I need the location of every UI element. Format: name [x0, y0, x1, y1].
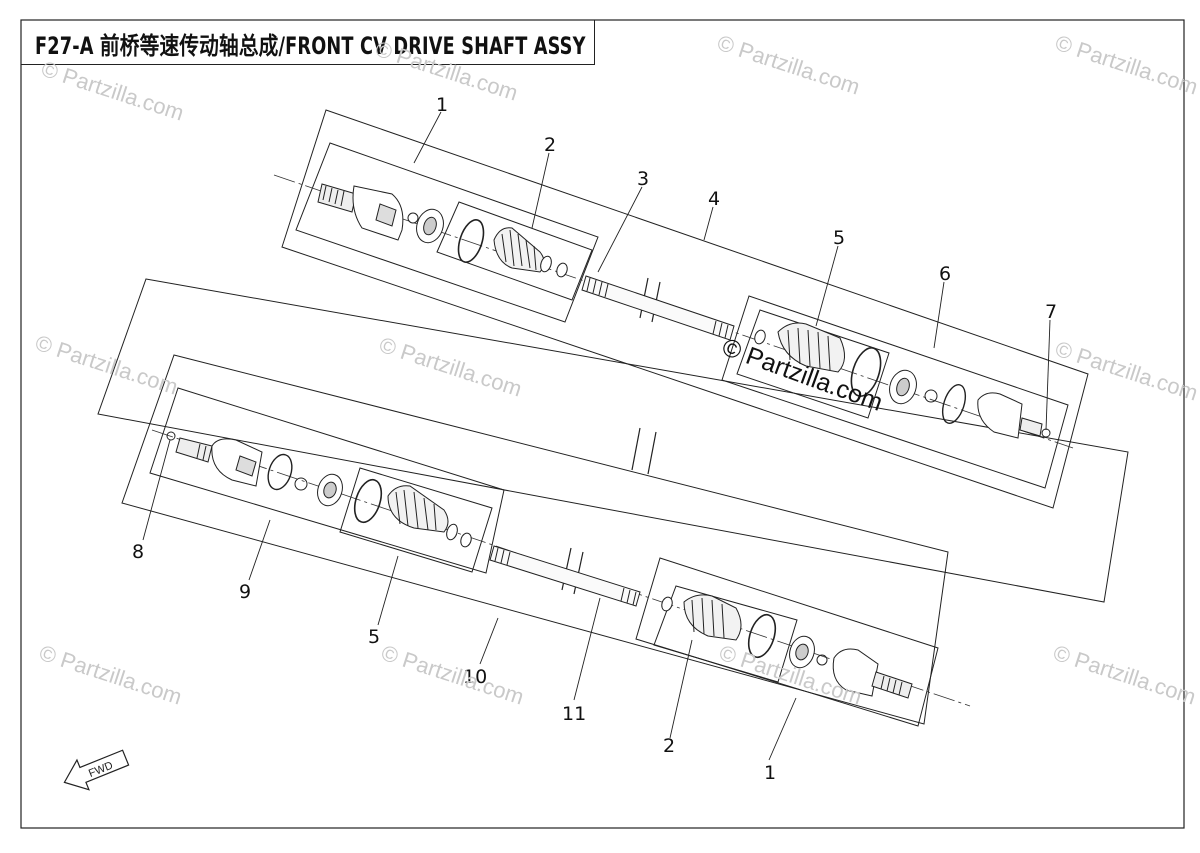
top-boot-box [436, 201, 593, 301]
bottom-boot-box [339, 467, 493, 573]
top-joint-box [295, 142, 599, 323]
fwd-arrow-icon: FWD [63, 749, 130, 791]
title-box: F27-A 前桥等速传动轴总成/FRONT CV DRIVE SHAFT ASS… [21, 20, 595, 65]
callout-5-bottom: 5 [368, 626, 380, 648]
bottom-right-joint-box [635, 557, 939, 727]
bottom-joint-box [149, 387, 505, 574]
callout-10: 10 [463, 666, 487, 688]
top-assembly-box [281, 109, 1089, 509]
top-right-joint-box [721, 295, 1069, 489]
leader-lines [142, 111, 1051, 761]
top-parts [317, 183, 1051, 439]
callout-1-top: 1 [436, 94, 448, 116]
callout-6: 6 [939, 263, 951, 285]
bottom-right-boot-box [653, 585, 798, 683]
bottom-parts [166, 431, 913, 699]
callout-2-top: 2 [544, 134, 556, 156]
top-right-boot-box [736, 309, 890, 419]
callout-1-bottom: 1 [764, 762, 776, 784]
page-title: F27-A 前桥等速传动轴总成/FRONT CV DRIVE SHAFT ASS… [35, 32, 586, 60]
full-shaft-box [97, 278, 1129, 603]
callout-8: 8 [132, 541, 144, 563]
callout-11: 11 [562, 703, 586, 725]
callout-5-top: 5 [833, 227, 845, 249]
callout-9: 9 [239, 581, 251, 603]
callout-7: 7 [1045, 301, 1057, 323]
page-border [20, 19, 1185, 829]
callout-2-bottom: 2 [663, 735, 675, 757]
callout-4: 4 [708, 188, 720, 210]
callout-3: 3 [637, 168, 649, 190]
bottom-assembly-box [121, 354, 949, 725]
break-marks [561, 277, 661, 595]
